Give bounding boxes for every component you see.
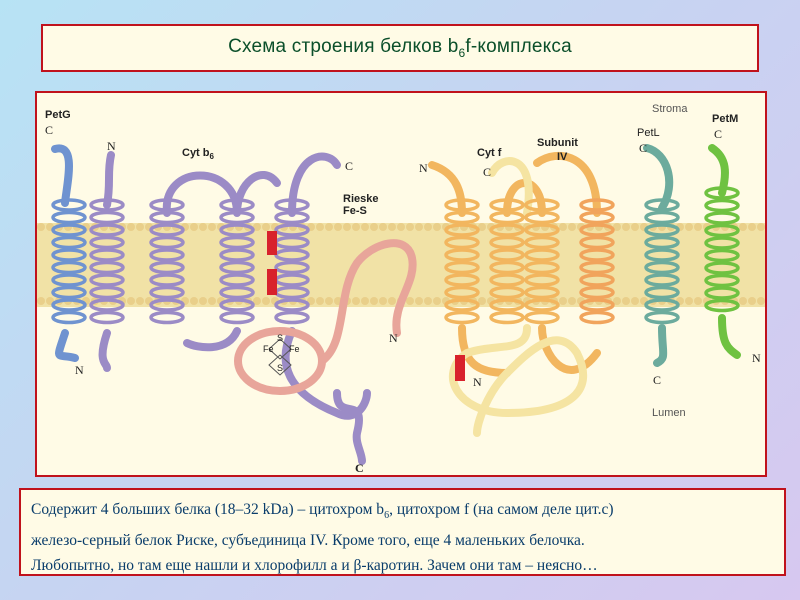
- protein-diagram: [37, 144, 765, 465]
- heme-f: [455, 355, 465, 381]
- label-petl-c: C: [639, 141, 648, 155]
- label-bottom-c: C: [355, 461, 364, 475]
- petg-chain: [51, 144, 79, 362]
- title-box: Схема строения белков b6f-комплекса: [41, 24, 759, 72]
- label-s-1: S: [277, 333, 284, 343]
- cytb6-helix-1: [89, 198, 125, 325]
- label-petg-n: N: [75, 363, 84, 377]
- label-cytf-bottom-n: N: [473, 375, 482, 389]
- cytf-helix-3: [524, 198, 560, 325]
- label-n-top: N: [107, 139, 116, 153]
- label-petm: PetM: [712, 113, 739, 125]
- cytf-helix-1: [444, 198, 480, 325]
- label-cytf-n: N: [419, 161, 428, 175]
- label-cytf-c: C: [483, 165, 492, 179]
- label-cyt-f: Cyt f: [477, 147, 502, 159]
- label-iv: IV: [557, 151, 568, 163]
- cytb6-helix-3: [219, 198, 255, 325]
- label-fe-1: Fe: [263, 344, 274, 354]
- cytf-helix-2: [489, 198, 525, 325]
- title-subscript: 6: [458, 45, 466, 60]
- label-petg: PetG: [45, 109, 71, 121]
- diagram-box: PetG C N N Cyt b6 C Rieske Fe-S N Fe Fe …: [35, 91, 767, 477]
- label-cyt-b6: Cyt b6: [182, 147, 214, 162]
- label-fe-2: Fe: [289, 344, 300, 354]
- label-fes: Fe-S: [343, 205, 367, 217]
- label-petg-c: C: [45, 123, 54, 137]
- label-petl: PetL: [637, 127, 660, 139]
- cytb6-helix-4: [274, 198, 310, 325]
- cytf-loop: [448, 157, 587, 437]
- heme-b-2: [267, 269, 277, 295]
- slide-title: Схема строения белков b6f-комплекса: [228, 36, 572, 60]
- caption-box: Содержит 4 больших белка (18–32 kDa) – ц…: [19, 488, 786, 576]
- label-rieske: Rieske: [343, 193, 379, 205]
- cytb6-helix-2: [149, 198, 185, 325]
- label-rieske-n: N: [389, 331, 398, 345]
- label-s-2: S: [277, 363, 284, 373]
- caption-line-2: железо-серный белок Риске, субъединица I…: [31, 532, 585, 550]
- cytb6-loops: [98, 151, 371, 420]
- rieske-chain: [318, 239, 417, 365]
- heme-b-1: [267, 231, 277, 255]
- petg-helix: [51, 198, 87, 325]
- subunit-iv-helix: [579, 198, 615, 325]
- title-suffix: f-комплекса: [465, 36, 572, 58]
- title-prefix: Схема строения белков b: [228, 36, 459, 58]
- label-subunit: Subunit: [537, 137, 578, 149]
- label-c-top: C: [345, 159, 354, 173]
- caption-line-1: Содержит 4 больших белка (18–32 kDa) – ц…: [31, 501, 614, 522]
- fes-rhombus: [268, 338, 292, 376]
- label-petm-n: N: [752, 351, 761, 365]
- label-petl-bottom-c: C: [653, 373, 662, 387]
- caption-line-3: Любопытно, но там еще нашли и хлорофилл …: [31, 557, 598, 575]
- petl-helix: [644, 198, 680, 325]
- petm-helix: [704, 186, 740, 313]
- rieske-tail: [333, 389, 366, 465]
- label-stroma: Stroma: [652, 103, 688, 115]
- label-petm-c: C: [714, 127, 723, 141]
- label-lumen: Lumen: [652, 407, 686, 419]
